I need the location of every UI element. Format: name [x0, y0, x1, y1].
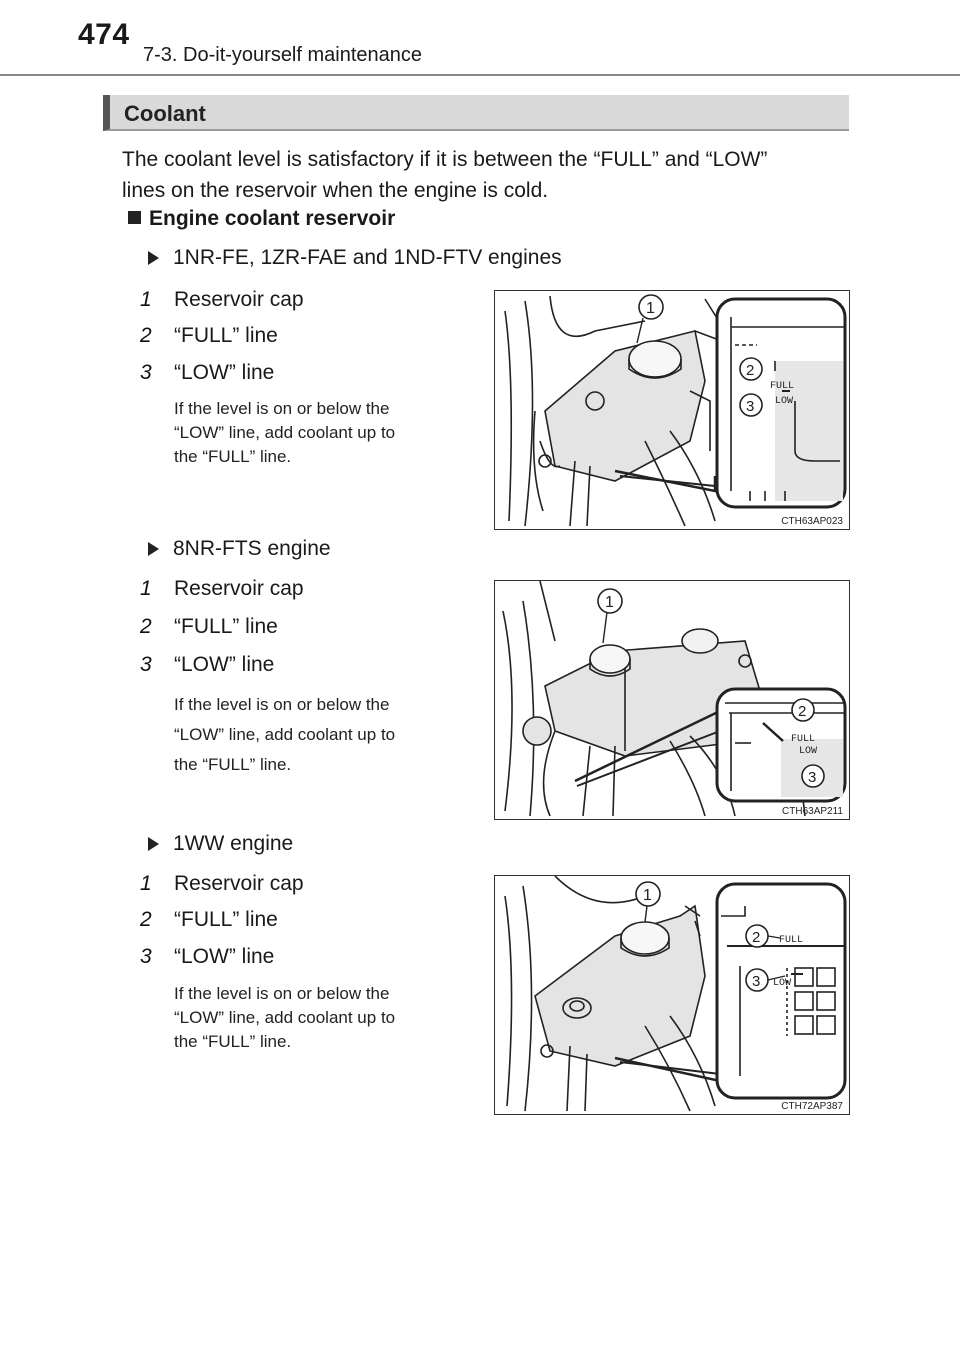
- subheading-text: Engine coolant reservoir: [149, 207, 396, 230]
- callout-item: 2 “FULL” line: [140, 615, 278, 639]
- chapter-title: 7-3. Do-it-yourself maintenance: [143, 44, 423, 66]
- triangle-bullet-icon: [148, 251, 159, 265]
- callout-label: “LOW” line: [174, 361, 275, 384]
- svg-text:LOW: LOW: [799, 746, 817, 757]
- note-line: If the level is on or below the: [174, 399, 390, 418]
- svg-text:1: 1: [643, 887, 652, 904]
- callout-label: “FULL” line: [174, 615, 278, 638]
- triangle-bullet-icon: [148, 837, 159, 851]
- callout-number: 1: [140, 872, 152, 895]
- page-header: 474 7-3. Do-it-yourself maintenance: [0, 0, 960, 80]
- reservoir-illustration: 1 2 3 FULL LOW CTH63AP211: [494, 580, 850, 820]
- intro-paragraph: The coolant level is satisfactory if it …: [122, 144, 852, 206]
- callout-item: 1 Reservoir cap: [140, 288, 304, 312]
- engine-title: 1NR-FE, 1ZR-FAE and 1ND-FTV engines: [148, 246, 562, 270]
- note-text: If the level is on or below the “LOW” li…: [174, 397, 476, 469]
- reservoir-illustration: 1 2 3 FULL LOW CTH72AP387: [494, 875, 850, 1115]
- svg-text:2: 2: [798, 703, 806, 720]
- svg-text:LOW: LOW: [775, 396, 793, 407]
- svg-text:3: 3: [752, 973, 760, 990]
- svg-text:1: 1: [646, 300, 655, 317]
- engine-title: 1WW engine: [148, 832, 293, 856]
- callout-item: 2 “FULL” line: [140, 908, 278, 932]
- note-text: If the level is on or below the “LOW” li…: [174, 982, 476, 1054]
- section-title-bar: Coolant: [103, 95, 849, 131]
- svg-text:2: 2: [746, 362, 754, 379]
- callout-number: 2: [140, 908, 152, 931]
- note-text: If the level is on or below the “LOW” li…: [174, 690, 476, 780]
- intro-line: The coolant level is satisfactory if it …: [122, 148, 768, 171]
- intro-line: lines on the reservoir when the engine i…: [122, 179, 549, 202]
- svg-text:FULL: FULL: [770, 381, 794, 392]
- callout-number: 1: [140, 288, 152, 311]
- figure-code: CTH63AP211: [782, 806, 843, 817]
- note-line: “LOW” line, add coolant up to: [174, 423, 396, 442]
- note-line: the “FULL” line.: [174, 1032, 292, 1051]
- svg-text:FULL: FULL: [791, 734, 815, 745]
- header-rule: [0, 74, 960, 76]
- callout-item: 2 “FULL” line: [140, 324, 278, 348]
- svg-text:1: 1: [605, 594, 614, 611]
- note-line: the “FULL” line.: [174, 755, 292, 774]
- note-line: “LOW” line, add coolant up to: [174, 1008, 396, 1027]
- section-title: Coolant: [124, 101, 206, 126]
- square-bullet-icon: [128, 211, 141, 224]
- engine-title-text: 1WW engine: [173, 832, 294, 855]
- note-line: If the level is on or below the: [174, 984, 390, 1003]
- callout-number: 2: [140, 324, 152, 347]
- note-line: the “FULL” line.: [174, 447, 292, 466]
- subheading: Engine coolant reservoir: [128, 207, 395, 231]
- engine-drawing: 1 2 3 FULL LOW: [502, 581, 847, 817]
- figure-code: CTH63AP023: [781, 516, 843, 527]
- callout-number: 3: [140, 945, 152, 968]
- triangle-bullet-icon: [148, 542, 159, 556]
- callout-label: Reservoir cap: [174, 577, 304, 600]
- engine-title-text: 8NR-FTS engine: [173, 537, 331, 560]
- svg-text:FULL: FULL: [779, 935, 803, 946]
- page-number: 474: [78, 18, 130, 51]
- callout-number: 3: [140, 653, 152, 676]
- note-line: If the level is on or below the: [174, 695, 390, 714]
- callout-number: 1: [140, 577, 152, 600]
- engine-title-text: 1NR-FE, 1ZR-FAE and 1ND-FTV engines: [173, 246, 562, 269]
- callout-item: 1 Reservoir cap: [140, 577, 304, 601]
- svg-text:3: 3: [746, 398, 754, 415]
- engine-drawing: 1 2 3 FULL LOW: [504, 876, 847, 1112]
- svg-text:LOW: LOW: [773, 978, 791, 989]
- figure-code: CTH72AP387: [781, 1101, 843, 1112]
- callout-item: 3 “LOW” line: [140, 361, 274, 385]
- callout-label: Reservoir cap: [174, 288, 304, 311]
- callout-label: “FULL” line: [174, 324, 278, 347]
- svg-text:3: 3: [808, 769, 816, 786]
- engine-drawing: 1 2 3 FULL LOW: [504, 294, 847, 527]
- callout-item: 3 “LOW” line: [140, 945, 274, 969]
- reservoir-illustration: 1 2 3 FULL LOW CTH63AP023: [494, 290, 850, 530]
- note-line: “LOW” line, add coolant up to: [174, 725, 396, 744]
- svg-text:2: 2: [752, 929, 760, 946]
- callout-item: 1 Reservoir cap: [140, 872, 304, 896]
- callout-number: 3: [140, 361, 152, 384]
- callout-label: “LOW” line: [174, 653, 275, 676]
- callout-label: “FULL” line: [174, 908, 278, 931]
- engine-title: 8NR-FTS engine: [148, 537, 331, 561]
- callout-item: 3 “LOW” line: [140, 653, 274, 677]
- callout-number: 2: [140, 615, 152, 638]
- callout-label: “LOW” line: [174, 945, 275, 968]
- callout-label: Reservoir cap: [174, 872, 304, 895]
